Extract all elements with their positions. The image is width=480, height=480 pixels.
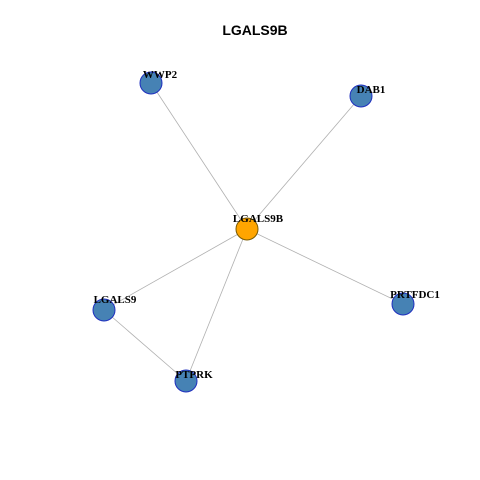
edge-lgals9b-lgals9 [103, 228, 248, 311]
edge-lgals9-ptprk [103, 309, 187, 382]
node-label-ptprk: PTPRK [175, 369, 213, 381]
edge-lgals9b-prtfdc1 [246, 228, 404, 305]
node-dab1[interactable] [349, 84, 373, 108]
node-layer [92, 71, 415, 393]
edge-layer [103, 82, 404, 382]
node-prtfdc1[interactable] [391, 292, 415, 316]
node-label-wwp2: WWP2 [143, 69, 178, 81]
node-ptprk[interactable] [174, 369, 198, 393]
node-label-dab1: DAB1 [357, 84, 386, 96]
node-label-prtfdc1: PRTFDC1 [390, 289, 440, 301]
edge-lgals9b-ptprk [185, 228, 248, 382]
node-label-lgals9: LGALS9 [94, 294, 137, 306]
diagram-title: LGALS9B [222, 22, 287, 38]
edge-lgals9b-dab1 [246, 95, 362, 230]
node-lgals9[interactable] [92, 298, 116, 322]
edge-lgals9b-wwp2 [150, 82, 248, 230]
node-wwp2[interactable] [139, 71, 163, 95]
node-label-lgals9b: LGALS9B [233, 213, 284, 225]
node-lgals9b[interactable] [235, 217, 259, 241]
